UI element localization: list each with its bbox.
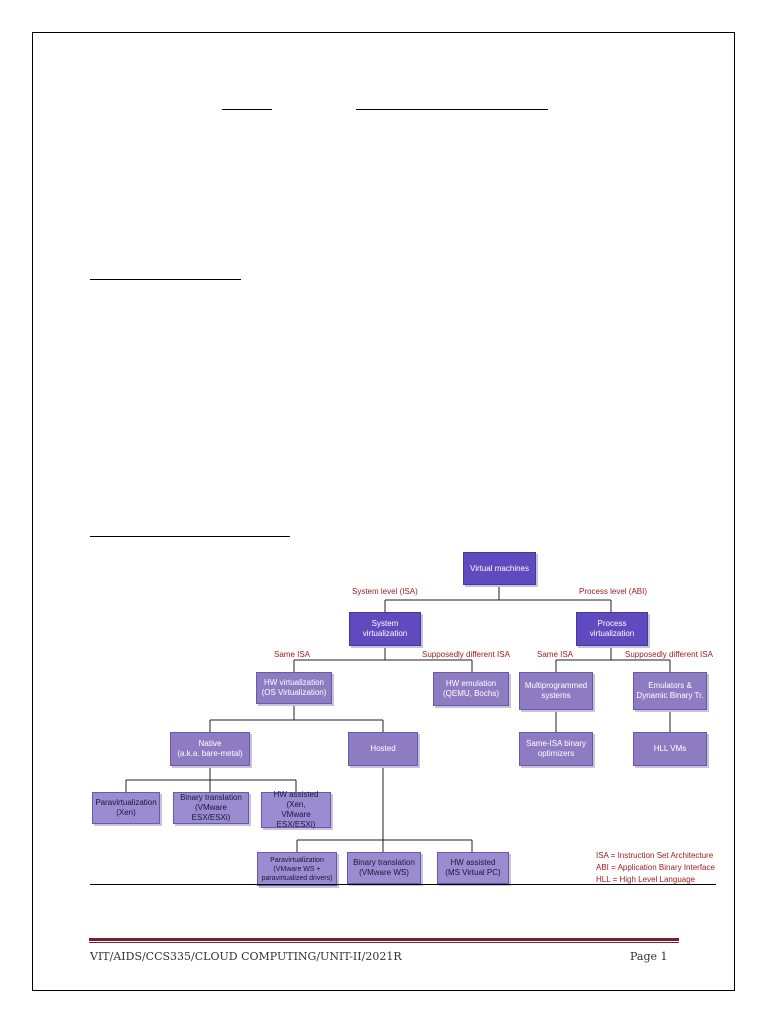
hw-virtualization-node: HW virtualization (OS Virtualization) xyxy=(256,672,332,704)
edge-label-diff-isa-right: Supposedly different ISA xyxy=(625,650,713,659)
footer-rule-thin xyxy=(89,942,679,943)
emulators-node: Emulators & Dynamic Binary Tr. xyxy=(633,672,707,710)
hosted-paravirtualization-node: Paravirtualization (VMware WS + paravirt… xyxy=(257,852,337,886)
native-node: Native (a.k.a. bare-metal) xyxy=(170,732,250,766)
hosted-node: Hosted xyxy=(348,732,418,766)
diagram-legend: ISA = Instruction Set Architecture ABI =… xyxy=(596,850,715,886)
legend-hll: HLL = High Level Language xyxy=(596,875,696,884)
legend-isa: ISA = Instruction Set Architecture xyxy=(596,851,714,860)
edge-label-process-level: Process level (ABI) xyxy=(579,587,648,596)
hosted-binary-translation-node: Binary translation (VMware WS) xyxy=(347,852,421,884)
virtual-machines-node: Virtual machines xyxy=(463,552,536,585)
edge-label-same-isa-right: Same ISA xyxy=(537,650,574,659)
hll-vms-node: HLL VMs xyxy=(633,732,707,766)
system-virtualization-node: System virtualization xyxy=(349,612,421,646)
native-paravirtualization-node: Paravirtualization (Xen) xyxy=(92,792,160,824)
legend-abi: ABI = Application Binary Interface xyxy=(596,863,715,872)
native-hw-assisted-node: HW assisted (Xen, VMware ESX/ESXi) xyxy=(261,790,331,829)
edge-label-diff-isa-left: Supposedly different ISA xyxy=(422,650,510,659)
edge-label-same-isa-left: Same ISA xyxy=(274,650,311,659)
heading-underline-2 xyxy=(356,109,548,110)
footer-page-number: Page 1 xyxy=(630,950,668,963)
edge-label-system-level: System level (ISA) xyxy=(352,587,418,596)
diagram-bottom-rule xyxy=(90,884,716,885)
footer-course-code: VIT/AIDS/CCS335/CLOUD COMPUTING/UNIT-II/… xyxy=(90,950,402,963)
heading-underline-4 xyxy=(90,536,290,537)
same-isa-optimizers-node: Same-ISA binary optimizers xyxy=(519,732,593,766)
native-binary-translation-node: Binary translation (VMware ESX/ESXi) xyxy=(173,792,249,824)
footer-rule-thick xyxy=(89,938,679,941)
hosted-hw-assisted-node: HW assisted (MS Virtual PC) xyxy=(437,852,509,884)
heading-underline-1 xyxy=(222,109,272,110)
heading-underline-3 xyxy=(90,279,241,280)
process-virtualization-node: Process virtualization xyxy=(576,612,648,646)
hw-emulation-node: HW emulation (QEMU, Bochs) xyxy=(433,672,509,706)
multiprogrammed-systems-node: Multiprogrammed systems xyxy=(519,672,593,710)
page-frame xyxy=(32,32,735,991)
